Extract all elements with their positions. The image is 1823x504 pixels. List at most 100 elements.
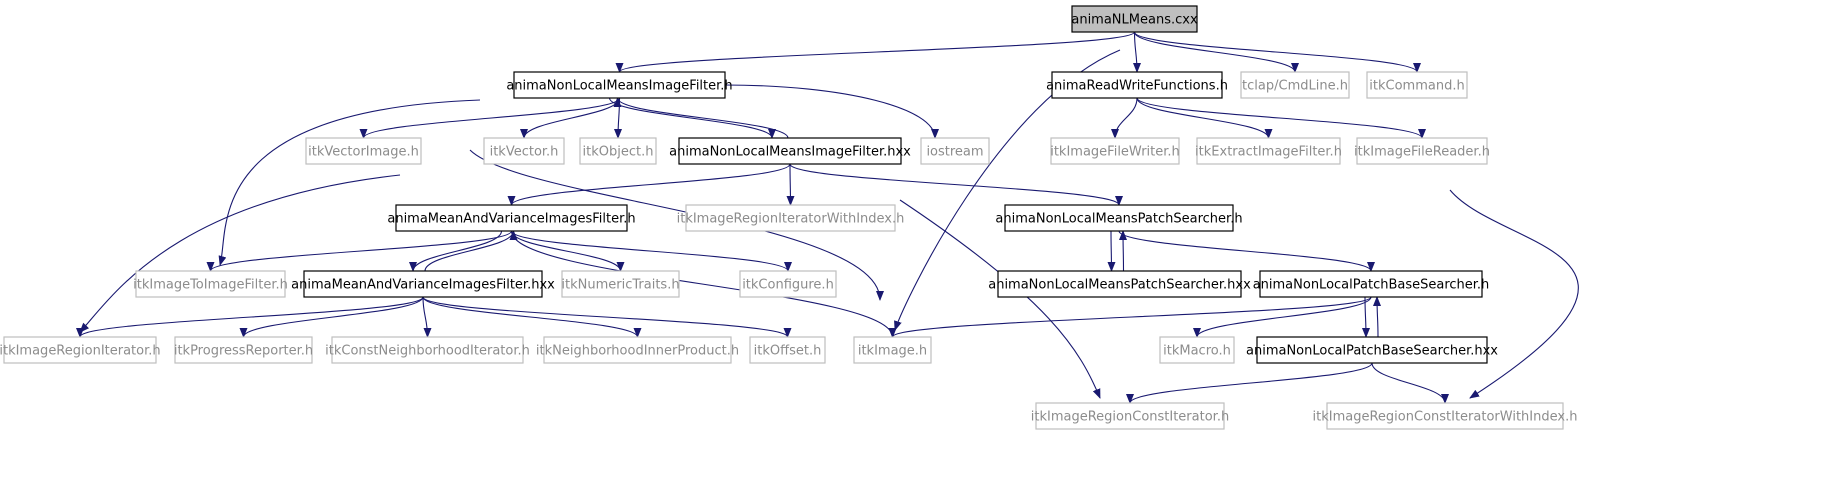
- node-box: [305, 137, 422, 165]
- node-box: [543, 336, 732, 364]
- node-itkNeighborhoodInnerProduct: itkNeighborhoodInnerProduct.h: [536, 336, 739, 364]
- edge-meanVarH-to-itkNumericTraits: [510, 230, 625, 272]
- node-itkNumericTraits: itkNumericTraits.h: [561, 270, 680, 298]
- edge-meanVarH-to-meanVarHxx: [409, 230, 503, 272]
- edge-readWriteH-to-itkExtractImageFilter: [1136, 97, 1273, 139]
- node-label: itkImageFileReader.h: [1354, 145, 1490, 160]
- node-patchSearcherHxx[interactable]: animaNonLocalMeansPatchSearcher.hxx: [988, 270, 1251, 298]
- node-meanVarHxx[interactable]: animaMeanAndVarianceImagesFilter.hxx: [291, 270, 555, 298]
- edge-meanVarHxx-to-meanVarH: [424, 230, 518, 272]
- node-label: animaNonLocalPatchBaseSearcher.hxx: [1246, 344, 1498, 359]
- node-box: [331, 336, 524, 364]
- node-label: animaNLMeans.cxx: [1071, 13, 1198, 28]
- node-label: itkNumericTraits.h: [561, 278, 679, 293]
- node-box: [513, 71, 726, 99]
- node-itkConstNeighborhoodIterator: itkConstNeighborhoodIterator.h: [325, 336, 530, 364]
- node-nlmFilterHxx[interactable]: animaNonLocalMeansImageFilter.hxx: [669, 137, 911, 165]
- node-itkCommand: itkCommand.h: [1366, 71, 1468, 99]
- node-box: [1259, 270, 1483, 298]
- edge-meanVarHxx-to-itkProgressReporter: [239, 296, 424, 338]
- node-itkVector: itkVector.h: [483, 137, 565, 165]
- node-label: itkVector.h: [490, 145, 559, 160]
- node-itkImageFileReader: itkImageFileReader.h: [1354, 137, 1490, 165]
- node-itkImageToImageFilter: itkImageToImageFilter.h: [133, 270, 288, 298]
- node-label: animaNonLocalMeansPatchSearcher.h: [995, 212, 1242, 227]
- edge-patchBaseHxx-to-itkImageRegionConstIterator: [1126, 362, 1373, 404]
- node-nlmFilterH[interactable]: animaNonLocalMeansImageFilter.h: [506, 71, 733, 99]
- node-label: itkImageFileWriter.h: [1050, 145, 1180, 160]
- node-box: [685, 204, 896, 232]
- edge-meanVarH-to-itkImage: [510, 230, 897, 338]
- node-patchSearcherH[interactable]: animaNonLocalMeansPatchSearcher.h: [995, 204, 1243, 232]
- edge-nlmFilterH-to-itkVector: [520, 97, 621, 139]
- node-box: [561, 270, 680, 298]
- node-box: [920, 137, 990, 165]
- edge-nlmFilterHxx-to-itkImageRegionConstIteratorWithIndex: [1449, 189, 1579, 399]
- edge-nlmFilterHxx-to-itkImageRegionConstIterator: [899, 199, 1101, 399]
- edge-patchBaseH-to-patchBaseHxx: [1361, 296, 1370, 338]
- edges-layer: [76, 31, 1579, 404]
- edge-readWriteH-to-itkImageFileWriter: [1111, 97, 1138, 139]
- edge-nlmFilterH-to-iostream: [724, 84, 939, 139]
- edge-meanVarH-to-itkConfigure: [510, 230, 792, 272]
- node-tclapCmdLine: tclap/CmdLine.h: [1240, 71, 1350, 99]
- edge-patchBaseH-to-itkImage: [888, 296, 1372, 338]
- node-box: [1051, 71, 1223, 99]
- node-root[interactable]: animaNLMeans.cxx: [1071, 5, 1198, 33]
- node-box: [1356, 137, 1488, 165]
- node-itkImageRegionIteratorWithIndex: itkImageRegionIteratorWithIndex.h: [677, 204, 905, 232]
- node-box: [1004, 204, 1234, 232]
- node-label: itkNeighborhoodInnerProduct.h: [536, 344, 739, 359]
- node-box: [1071, 5, 1198, 33]
- node-box: [1050, 137, 1180, 165]
- node-itkImageFileWriter: itkImageFileWriter.h: [1050, 137, 1180, 165]
- node-label: animaReadWriteFunctions.h: [1046, 79, 1228, 94]
- node-label: animaNonLocalMeansImageFilter.hxx: [669, 145, 911, 160]
- edge-nlmFilterHxx-to-meanVarH: [507, 163, 791, 206]
- node-itkImage: itkImage.h: [853, 336, 932, 364]
- node-readWriteH[interactable]: animaReadWriteFunctions.h: [1046, 71, 1228, 99]
- node-label: animaNonLocalPatchBaseSearcher.h: [1253, 278, 1490, 293]
- edge-nlmFilterHxx-to-itkImageRegionIteratorWithIndex: [786, 163, 795, 206]
- node-box: [579, 137, 657, 165]
- node-itkImageRegionConstIteratorWithIndex: itkImageRegionConstIteratorWithIndex.h: [1313, 402, 1577, 430]
- node-box: [997, 270, 1242, 298]
- edge-patchBaseH-to-itkMacro: [1193, 296, 1372, 338]
- edge-nlmFilterHxx-to-nlmFilterH: [613, 97, 789, 139]
- node-patchBaseHxx[interactable]: animaNonLocalPatchBaseSearcher.hxx: [1246, 336, 1498, 364]
- edge-meanVarHxx-to-itkConstNeighborhoodIterator: [422, 296, 432, 338]
- node-label: tclap/CmdLine.h: [1242, 79, 1348, 94]
- node-label: itkImageRegionConstIterator.h: [1031, 410, 1229, 425]
- node-label: itkProgressReporter.h: [174, 344, 313, 359]
- node-itkConfigure: itkConfigure.h: [739, 270, 837, 298]
- edge-readWriteH-to-itkImageFileReader: [1136, 97, 1426, 139]
- node-box: [1196, 137, 1341, 165]
- node-box: [1326, 402, 1564, 430]
- node-box: [749, 336, 826, 364]
- node-box: [739, 270, 837, 298]
- nodes-layer: animaNLMeans.cxx animaNonLocalMeansImageF…: [0, 5, 1577, 430]
- edge-nlmFilterH-to-itkObject: [614, 97, 623, 139]
- node-meanVarH[interactable]: animaMeanAndVarianceImagesFilter.h: [387, 204, 636, 232]
- node-box: [483, 137, 565, 165]
- node-itkImageRegionConstIterator: itkImageRegionConstIterator.h: [1031, 402, 1229, 430]
- node-box: [395, 204, 628, 232]
- node-label: itkVectorImage.h: [308, 145, 419, 160]
- node-box: [1035, 402, 1225, 430]
- node-label: itkImageRegionIterator.h: [0, 344, 161, 359]
- node-patchBaseH[interactable]: animaNonLocalPatchBaseSearcher.h: [1253, 270, 1490, 298]
- node-label: itkCommand.h: [1369, 79, 1464, 94]
- edge-patchSearcherHxx-to-patchSearcherH: [1119, 230, 1128, 272]
- node-box: [1240, 71, 1350, 99]
- edge-root-to-itkCommand: [1133, 31, 1421, 73]
- node-label: itkOffset.h: [754, 344, 822, 359]
- node-label: animaMeanAndVarianceImagesFilter.hxx: [291, 278, 555, 293]
- edge-meanVarHxx-to-itkOffset: [422, 296, 792, 338]
- node-label: itkImage.h: [858, 344, 927, 359]
- edge-nlmFilterHxx-to-patchSearcherH: [789, 163, 1123, 206]
- edge-nlmFilterH-to-itkVectorImage: [359, 97, 621, 139]
- node-label: itkImageRegionIteratorWithIndex.h: [677, 212, 905, 227]
- node-itkMacro: itkMacro.h: [1159, 336, 1235, 364]
- node-label: itkConstNeighborhoodIterator.h: [325, 344, 530, 359]
